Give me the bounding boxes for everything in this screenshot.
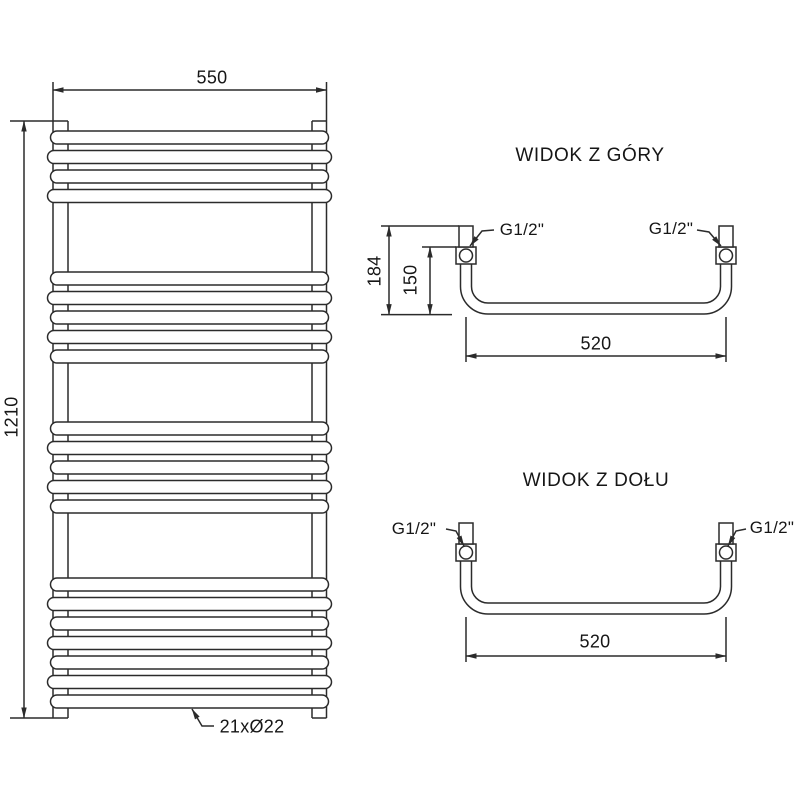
tube-rung [49, 577, 330, 592]
tube-spec-leader [191, 708, 214, 727]
radiator-rungs [46, 130, 333, 709]
bottom-view-title: WIDOK Z DOŁU [522, 470, 670, 491]
top-view-g12-right-label: G1/2" [648, 219, 694, 238]
tube-rung [49, 655, 330, 670]
tube-rung [49, 616, 330, 631]
dim-184-extension [381, 225, 459, 316]
bottom-view-connection-left [458, 545, 474, 560]
tube-rung [49, 499, 330, 514]
bottom-view-connection-right [718, 545, 734, 560]
tube-rung [49, 349, 330, 364]
bottom-view-pipe-outline [459, 558, 733, 615]
dim-550-label: 550 [196, 67, 228, 88]
top-view-leader-right [696, 229, 722, 247]
top-view-pipe-outline [459, 260, 733, 315]
top-view [381, 225, 737, 362]
top-view-pipe-bore [461, 260, 731, 314]
top-view-g12-left-label: G1/2" [499, 220, 545, 239]
top-view-connection-left [458, 248, 474, 263]
tube-rung [46, 290, 333, 306]
bottom-view-pipe-bore [461, 558, 731, 614]
tube-rung [46, 674, 333, 690]
tube-rung [46, 149, 333, 165]
tube-spec-label: 21xØ22 [219, 716, 285, 737]
bottom-view-leader-left [445, 528, 465, 547]
tube-rung [46, 479, 333, 495]
dim-550-extension-lines [52, 82, 328, 121]
bottom-view-g12-right-label: G1/2" [749, 518, 795, 537]
tube-rung [49, 130, 330, 145]
tube-rung [46, 596, 333, 612]
tube-rung [49, 694, 330, 709]
dim-1210-extension-lines [10, 120, 327, 719]
dim-520-bottom-label: 520 [579, 631, 611, 652]
top-view-title: WIDOK Z GÓRY [515, 145, 665, 166]
tube-rung [46, 440, 333, 456]
dim-1210-label: 1210 [1, 396, 22, 438]
dim-184-label: 184 [364, 255, 385, 287]
tube-rung [49, 460, 330, 475]
tube-rung [46, 329, 333, 345]
front-view [10, 82, 333, 727]
bottom-view [445, 522, 747, 662]
top-view-leader-left [469, 229, 495, 247]
tube-rung [49, 310, 330, 325]
dim-150-label: 150 [400, 264, 421, 296]
bottom-view-g12-left-label: G1/2" [391, 519, 437, 538]
tube-rung [49, 271, 330, 286]
bottom-view-leader-right [727, 528, 747, 547]
tube-rung [46, 188, 333, 204]
dim-520-top-label: 520 [580, 333, 612, 354]
top-view-connection-right [718, 248, 734, 263]
tube-rung [49, 421, 330, 436]
top-view-stub-right [718, 225, 734, 248]
tube-rung [46, 635, 333, 651]
tube-rung [49, 169, 330, 184]
